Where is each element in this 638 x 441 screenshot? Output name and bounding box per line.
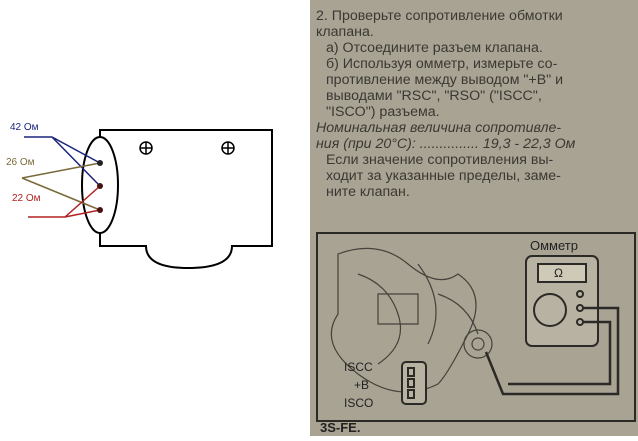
ohmmeter-icon [525, 255, 599, 347]
text-line: выводами "RSC", "RSO" ("ISCC", [326, 88, 542, 104]
resistance-label: 26 Ом [6, 157, 35, 168]
ohmmeter-figure: Омметр Ω ISCC +B ISCO [316, 232, 636, 422]
ohmmeter-label: Омметр [530, 238, 578, 253]
text-line: ните клапан. [326, 184, 410, 200]
text-line: а) Отсоедините разъем клапана. [326, 40, 543, 56]
screw-icon [221, 141, 235, 155]
pin-label: ISCO [344, 396, 374, 410]
spec-value: ния (при 20°C): ............... 19,3 - 2… [316, 136, 576, 152]
text-line: Если значение сопротивления вы- [326, 152, 554, 168]
connector-icon [401, 361, 427, 405]
resistance-label: 22 Ом [12, 193, 41, 204]
engine-label: 3S-FE. [320, 420, 361, 435]
text-line: 2. Проверьте сопротивление обмотки [316, 8, 563, 24]
text-line: ходит за указанные пределы, заме- [326, 168, 561, 184]
pin-label: ISCC [344, 360, 373, 374]
manual-text: 2. Проверьте сопротивление обмотки клапа… [316, 8, 634, 200]
text-line: б) Используя омметр, измерьте со- [326, 56, 558, 72]
resistance-label: 42 Ом [10, 122, 39, 133]
manual-page-photo: 2. Проверьте сопротивление обмотки клапа… [310, 0, 638, 436]
text-line: противление между выводом "+B" и [326, 72, 564, 88]
text-line: клапана. [316, 24, 374, 40]
screw-icon [139, 141, 153, 155]
pin-label: +B [354, 378, 370, 392]
valve-wiring-diagram: 42 Ом 26 Ом 22 Ом [0, 0, 310, 436]
ohm-symbol: Ω [554, 266, 563, 280]
text-line: "ISCO") разъема. [326, 104, 440, 120]
valve-body [99, 129, 273, 270]
spec-line: Номинальная величина сопротивле- [316, 120, 562, 136]
